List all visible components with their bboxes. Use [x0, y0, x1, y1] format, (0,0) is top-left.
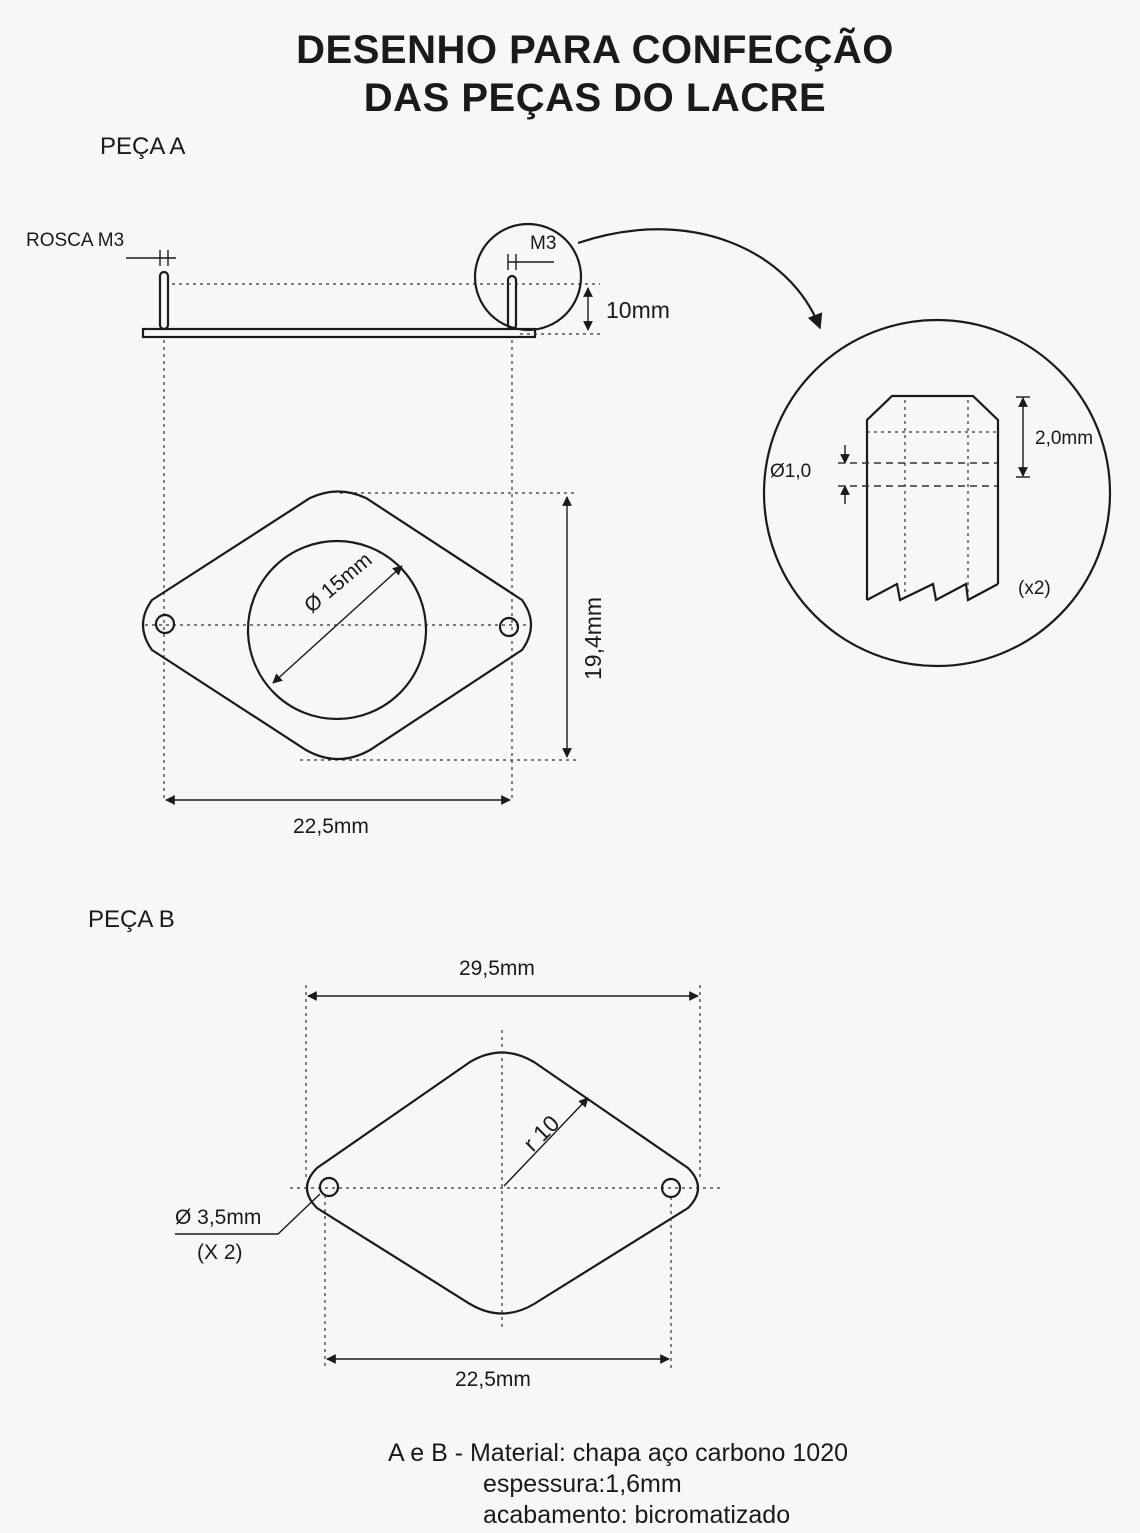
hole-b-count-label: (X 2) — [197, 1241, 243, 1264]
peca-a-side-view — [126, 222, 823, 339]
m3-label: M3 — [530, 233, 557, 254]
center-hole — [246, 539, 428, 721]
detail-arrow — [577, 228, 823, 330]
hole-spacing-label: 22,5mm — [455, 1368, 531, 1391]
peca-b-view — [175, 985, 720, 1370]
detail-count-label: (x2) — [1018, 578, 1051, 599]
height-10mm-label: 10mm — [606, 297, 670, 323]
plate-a-width-label: 22,5mm — [293, 815, 369, 838]
pin-detail — [762, 318, 1112, 668]
pin-profile — [865, 394, 1000, 600]
radius-line — [503, 1097, 589, 1187]
plate-a-outline — [141, 490, 533, 760]
hole-b-left — [318, 1176, 340, 1198]
peca-a-heading: PEÇA A — [100, 133, 186, 160]
detail-callout-circle — [473, 222, 583, 332]
title-line-2: DAS PEÇAS DO LACRE — [363, 76, 827, 120]
plate-side — [141, 327, 537, 339]
break-line — [866, 582, 999, 602]
detail-circle — [762, 318, 1112, 668]
mount-hole-right — [498, 616, 520, 638]
hole-leader — [175, 1193, 321, 1235]
pin-right — [506, 274, 518, 331]
title-line-1: DESENHO PARA CONFECÇÃO — [296, 28, 894, 72]
mount-hole-left — [154, 613, 176, 635]
notes-line-3: acabamento: bicromatizado — [483, 1501, 791, 1529]
notes-line-2: espessura:1,6mm — [483, 1470, 682, 1498]
peca-b-heading: PEÇA B — [88, 906, 175, 933]
detail-hole-label: Ø1,0 — [770, 461, 812, 482]
projection-lines — [145, 340, 578, 800]
plate-b-outline — [305, 1051, 700, 1315]
diameter-line — [272, 565, 403, 684]
notes-line-1: A e B - Material: chapa aço carbono 1020 — [388, 1439, 849, 1467]
peca-a-top-view — [141, 490, 572, 805]
overall-width-label: 29,5mm — [459, 957, 535, 980]
hole-b-diameter-label: Ø 3,5mm — [175, 1206, 262, 1229]
detail-tip-label: 2,0mm — [1035, 428, 1094, 449]
rosca-m3-label: ROSCA M3 — [26, 230, 125, 251]
plate-height-label: 19,4mm — [580, 596, 606, 680]
page-title: DESENHO PARA CONFECÇÃO DAS PEÇAS DO LACR… — [0, 26, 1140, 122]
material-notes: A e B - Material: chapa aço carbono 1020… — [388, 1438, 848, 1531]
pin-left — [158, 270, 170, 331]
